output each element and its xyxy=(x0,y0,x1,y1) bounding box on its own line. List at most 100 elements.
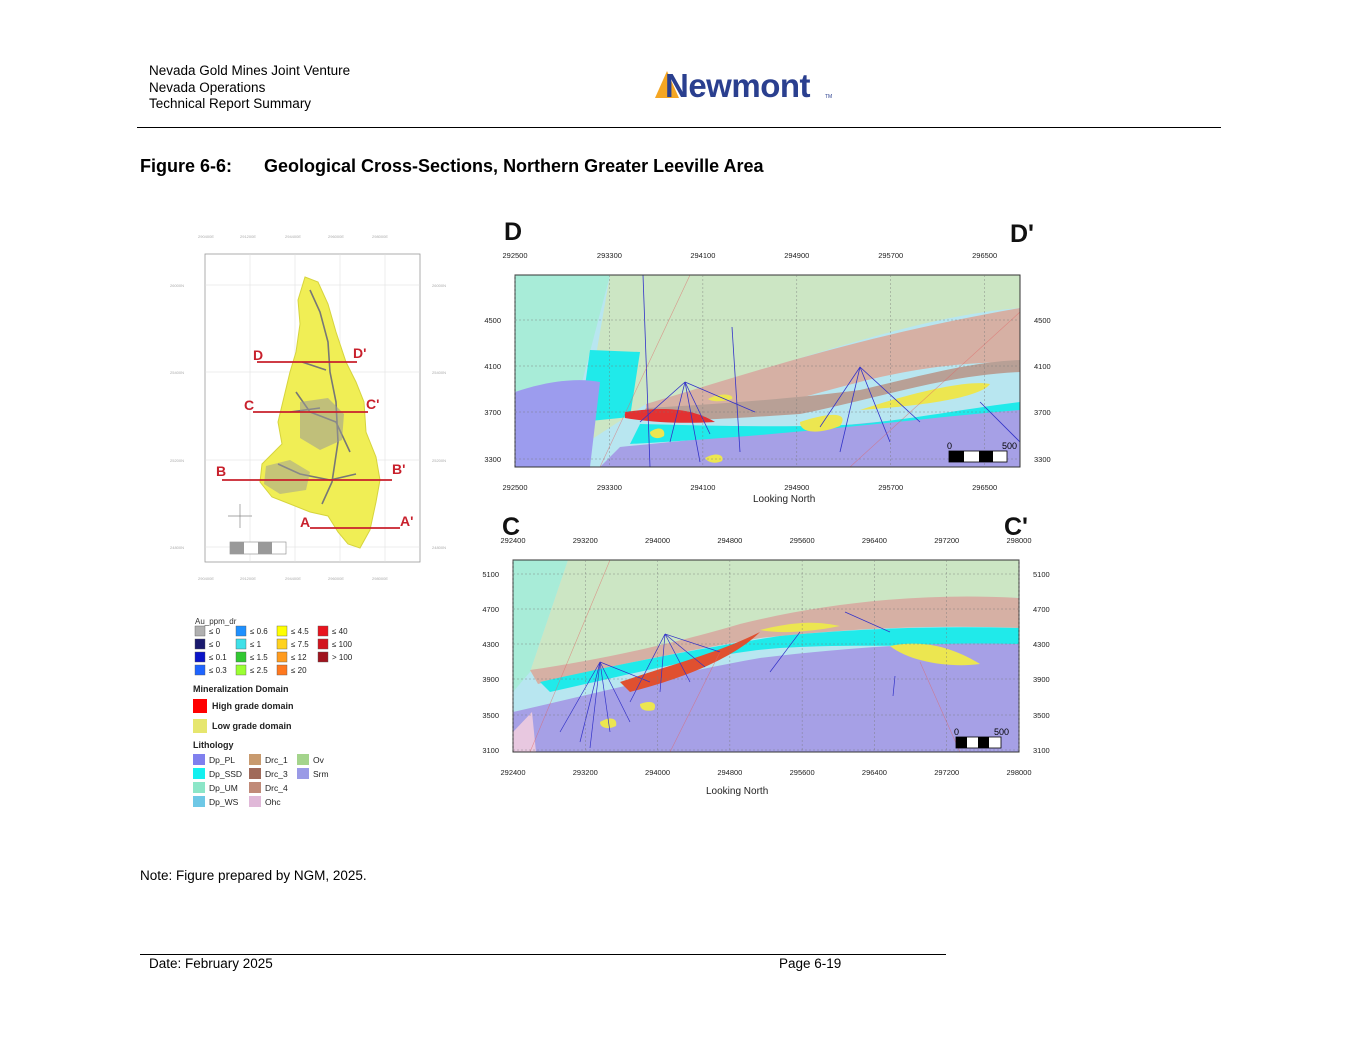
y-tick-label: 4700 xyxy=(1033,605,1050,614)
legend-domain-title: Mineralization Domain xyxy=(193,684,289,694)
x-tick-label: 298000 xyxy=(1006,768,1031,777)
legend-grade-label: ≤ 4.5 xyxy=(291,627,309,636)
legend-grade-swatch xyxy=(276,638,288,650)
legend-grade-label: ≤ 12 xyxy=(291,653,307,662)
header-operations: Nevada Operations xyxy=(149,79,266,95)
plan-label-b-prime: B' xyxy=(392,461,405,477)
section-d-scale-start: 0 xyxy=(947,441,952,451)
section-c-prime-label: C' xyxy=(1004,513,1028,541)
x-tick-label: 294100 xyxy=(690,483,715,492)
legend-grade-swatch xyxy=(317,651,329,663)
svg-text:291200E: 291200E xyxy=(240,576,256,581)
svg-text:291200E: 291200E xyxy=(240,234,256,239)
y-tick-label: 4500 xyxy=(484,316,501,325)
legend-grade-swatch xyxy=(276,664,288,676)
legend-grade-label: ≤ 100 xyxy=(332,640,353,649)
plan-label-b: B xyxy=(216,463,226,479)
footer-rule xyxy=(140,954,946,955)
plan-label-a-prime: A' xyxy=(400,513,413,529)
svg-text:294400E: 294400E xyxy=(285,234,301,239)
figure-caption: Figure 6-6:Geological Cross-Sections, No… xyxy=(140,156,764,177)
svg-text:290400E: 290400E xyxy=(198,576,214,581)
plan-label-c-prime: C' xyxy=(366,396,379,412)
legend-grade-label: ≤ 1.5 xyxy=(250,653,268,662)
plan-label-d-prime: D' xyxy=(353,345,366,361)
y-tick-label: 3300 xyxy=(1034,455,1051,464)
cross-section-c: C C' xyxy=(482,513,1049,797)
x-tick-label: 296500 xyxy=(972,251,997,260)
y-tick-label: 3300 xyxy=(484,455,501,464)
footer-date: Date: February 2025 xyxy=(149,956,273,971)
header-company: Nevada Gold Mines Joint Venture xyxy=(149,63,351,78)
x-tick-label: 296500 xyxy=(972,483,997,492)
x-tick-label: 296400 xyxy=(862,768,887,777)
legend-domain-swatch xyxy=(193,719,207,733)
legend-grade-label: > 100 xyxy=(332,653,353,662)
legend-grade-swatch xyxy=(276,651,288,663)
section-c-label: C xyxy=(502,513,520,541)
legend-grade-swatch xyxy=(235,638,247,650)
y-tick-label: 3100 xyxy=(1033,746,1050,755)
plan-label-d: D xyxy=(253,347,263,363)
legend-lithology-label: Drc_1 xyxy=(265,755,288,765)
legend-lithology-label: Dp_UM xyxy=(209,783,238,793)
section-c-scale-bar: 0 500 xyxy=(954,727,1009,749)
x-tick-label: 296400 xyxy=(862,536,887,545)
legend-grade-swatch xyxy=(317,625,329,637)
figure-note: Note: Figure prepared by NGM, 2025. xyxy=(140,868,367,883)
x-tick-label: 294000 xyxy=(645,536,670,545)
svg-text:296000E: 296000E xyxy=(328,576,344,581)
legend-lithology-swatch xyxy=(193,796,205,807)
x-tick-label: 293200 xyxy=(573,536,598,545)
drillhole-cluster xyxy=(300,398,344,450)
y-tick-label: 3700 xyxy=(1034,408,1051,417)
figure-title: Geological Cross-Sections, Northern Grea… xyxy=(264,156,764,176)
legend-lithology-swatch xyxy=(249,754,261,765)
y-tick-label: 5100 xyxy=(482,570,499,579)
legend-grade-swatch xyxy=(194,651,206,663)
legend-grade-label: ≤ 0.3 xyxy=(209,666,227,675)
header-report-type: Technical Report Summary xyxy=(149,96,312,111)
legend-domain-swatch xyxy=(193,699,207,713)
legend-lithology-label: Dp_WS xyxy=(209,797,239,807)
x-tick-label: 295600 xyxy=(790,768,815,777)
legend-lithology-swatch xyxy=(249,782,261,793)
legend-grade-label: ≤ 20 xyxy=(291,666,307,675)
legend-lithology-swatch xyxy=(249,768,261,779)
footer-page-number: Page 6-19 xyxy=(779,956,842,971)
svg-text:25400N: 25400N xyxy=(170,370,184,375)
legend-grade-swatch xyxy=(194,625,206,637)
legend-grade-swatch xyxy=(235,651,247,663)
y-tick-label: 4700 xyxy=(482,605,499,614)
legend-lithology-label: Drc_4 xyxy=(265,783,288,793)
document-header: Nevada Gold Mines Joint Venture Nevada O… xyxy=(149,63,350,113)
x-tick-label: 292400 xyxy=(500,536,525,545)
section-d-prime-label: D' xyxy=(1010,220,1034,248)
legend-lithology-swatch xyxy=(249,796,261,807)
x-tick-label: 294000 xyxy=(645,768,670,777)
svg-text:26000N: 26000N xyxy=(170,283,184,288)
svg-text:296000E: 296000E xyxy=(328,234,344,239)
legend-grade-label: ≤ 1 xyxy=(250,640,262,649)
legend-lithology-label: Dp_SSD xyxy=(209,769,242,779)
legend-grade-label: ≤ 7.5 xyxy=(291,640,309,649)
x-tick-label: 295700 xyxy=(878,251,903,260)
legend-lithology-label: Ohc xyxy=(265,797,281,807)
legend-grade-swatch xyxy=(317,638,329,650)
x-tick-label: 293300 xyxy=(597,483,622,492)
legend-lithology-swatch xyxy=(193,754,205,765)
y-tick-label: 3500 xyxy=(1033,711,1050,720)
y-tick-label: 3900 xyxy=(482,675,499,684)
legend-lithology-label: Srm xyxy=(313,769,329,779)
legend-grade-swatches: ≤ 0≤ 0.6≤ 4.5≤ 40≤ 0≤ 1≤ 7.5≤ 100≤ 0.1≤ … xyxy=(194,625,353,676)
y-tick-label: 3500 xyxy=(482,711,499,720)
